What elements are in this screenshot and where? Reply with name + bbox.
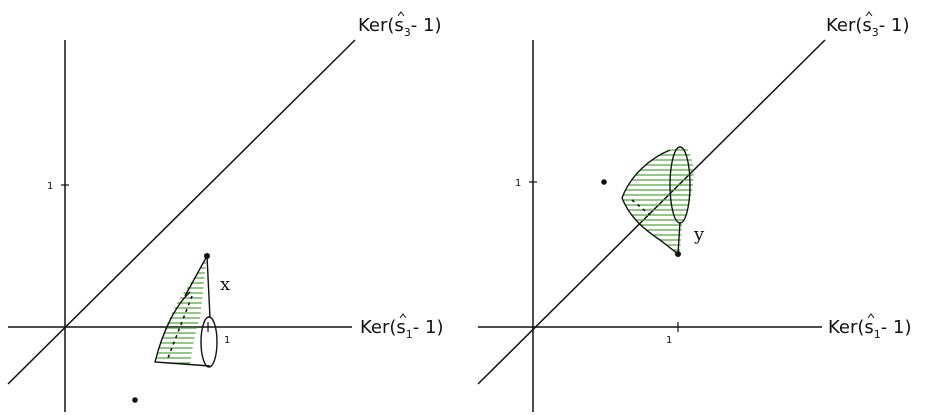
left-point-label: x — [220, 274, 230, 295]
left-label-ker-s3: Ker(s3- 1) — [358, 15, 442, 39]
left-hat-s1 — [399, 313, 407, 319]
right-point-label: y — [693, 224, 705, 245]
left-apex-dot — [204, 253, 210, 259]
right-isolated-dot — [601, 179, 607, 185]
right-hat-s3 — [865, 11, 873, 17]
right-panel: 1 1 Ker(s3- 1) Ker(s1- 1) — [477, 11, 912, 412]
left-hat-s3 — [397, 11, 405, 17]
right-diagonal-axis — [477, 39, 826, 385]
right-label-ker-s3: Ker(s3- 1) — [826, 15, 910, 39]
left-diagonal-axis — [7, 39, 356, 385]
right-apex-dot — [675, 251, 681, 257]
left-tick-x-label: 1 — [224, 335, 230, 346]
right-tick-x-label: 1 — [666, 335, 672, 346]
right-label-ker-s1: Ker(s1- 1) — [828, 317, 912, 341]
right-tick-y-label: 1 — [515, 178, 521, 189]
left-panel: 1 1 Ker(s3- 1) Ker(s1- 1) — [7, 11, 444, 412]
left-isolated-dot — [132, 397, 138, 403]
right-hat-s1 — [867, 313, 875, 319]
left-tick-y-label: 1 — [47, 181, 53, 192]
left-cone — [154, 255, 218, 368]
right-cone — [621, 146, 694, 255]
left-label-ker-s1: Ker(s1- 1) — [360, 317, 444, 341]
